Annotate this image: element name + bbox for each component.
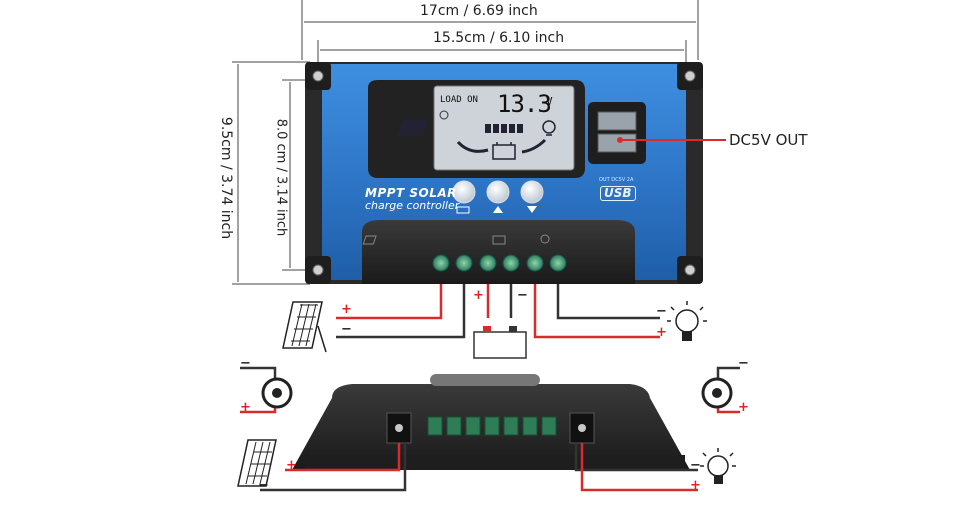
terminal-block <box>362 220 635 284</box>
lcd-arrow-icon <box>456 140 489 153</box>
dimension-lines <box>232 0 699 285</box>
lcd-unit: V <box>546 95 553 108</box>
body-height-label: 8.0 cm / 3.14 inch <box>273 118 289 237</box>
down-arrow-icon <box>527 206 537 213</box>
lcd-battery-icon <box>492 142 516 160</box>
lcd-status-text: LOAD ON <box>440 95 478 105</box>
load-negative-sign: − <box>656 304 667 319</box>
lcd-battery-bars-icon <box>485 124 523 133</box>
bulb-side-icon <box>700 448 736 484</box>
terminal-icons <box>362 234 550 245</box>
load-positive-sign: + <box>656 325 667 340</box>
side-wiring <box>240 366 740 492</box>
solar-positive-sign: + <box>341 302 352 317</box>
terminal-screws <box>432 254 567 272</box>
menu-button[interactable] <box>452 180 476 204</box>
controller-side <box>292 374 690 470</box>
brand-line-1: MPPT SOLAR <box>365 186 457 200</box>
lcd-arrow-icon <box>521 138 547 154</box>
up-button[interactable] <box>486 180 510 204</box>
usb-port-1[interactable] <box>597 111 637 131</box>
up-arrow-icon <box>493 206 503 213</box>
bulb-icon <box>667 301 707 341</box>
brand-line-2: charge controller <box>365 199 460 212</box>
front-wiring <box>336 284 660 339</box>
solar-negative-sign: − <box>341 322 352 337</box>
dcout-label: DC5V OUT <box>729 131 808 149</box>
battery-icon <box>473 326 527 359</box>
down-button[interactable] <box>520 180 544 204</box>
side-solar-negative-sign: − <box>258 478 269 493</box>
mount-spacing-label: 15.5cm / 6.10 inch <box>433 30 565 46</box>
right-port-negative-sign: − <box>738 356 749 371</box>
right-port-positive-sign: + <box>738 400 749 415</box>
controller-front <box>305 62 703 284</box>
side-load-negative-sign: − <box>690 458 701 473</box>
usb-logo: USB <box>600 186 636 201</box>
solar-panel-side-icon <box>237 439 277 487</box>
lcd-solar-icon <box>396 110 449 136</box>
lcd-bulb-icon <box>542 120 556 136</box>
overall-height-label: 9.5cm / 3.74 inch <box>218 116 234 240</box>
side-solar-positive-sign: + <box>286 458 297 473</box>
battery-positive-sign: + <box>473 288 484 303</box>
lcd-voltage-value: 13.3 <box>497 90 552 118</box>
left-port-positive-sign: + <box>240 400 251 415</box>
menu-icon <box>456 206 470 214</box>
dc-port-right <box>701 377 733 409</box>
dc-port-left <box>261 377 293 409</box>
usb-port-2[interactable] <box>597 133 637 153</box>
usb-rating-text: OUT DC5V 2A <box>599 177 634 183</box>
overall-length-label: 17cm / 6.69 inch <box>420 3 538 19</box>
solar-panel-icon <box>282 301 327 353</box>
side-load-positive-sign: + <box>690 478 701 493</box>
battery-negative-sign: − <box>517 288 528 303</box>
left-port-negative-sign: − <box>240 356 251 371</box>
usb-port-housing <box>588 102 646 164</box>
